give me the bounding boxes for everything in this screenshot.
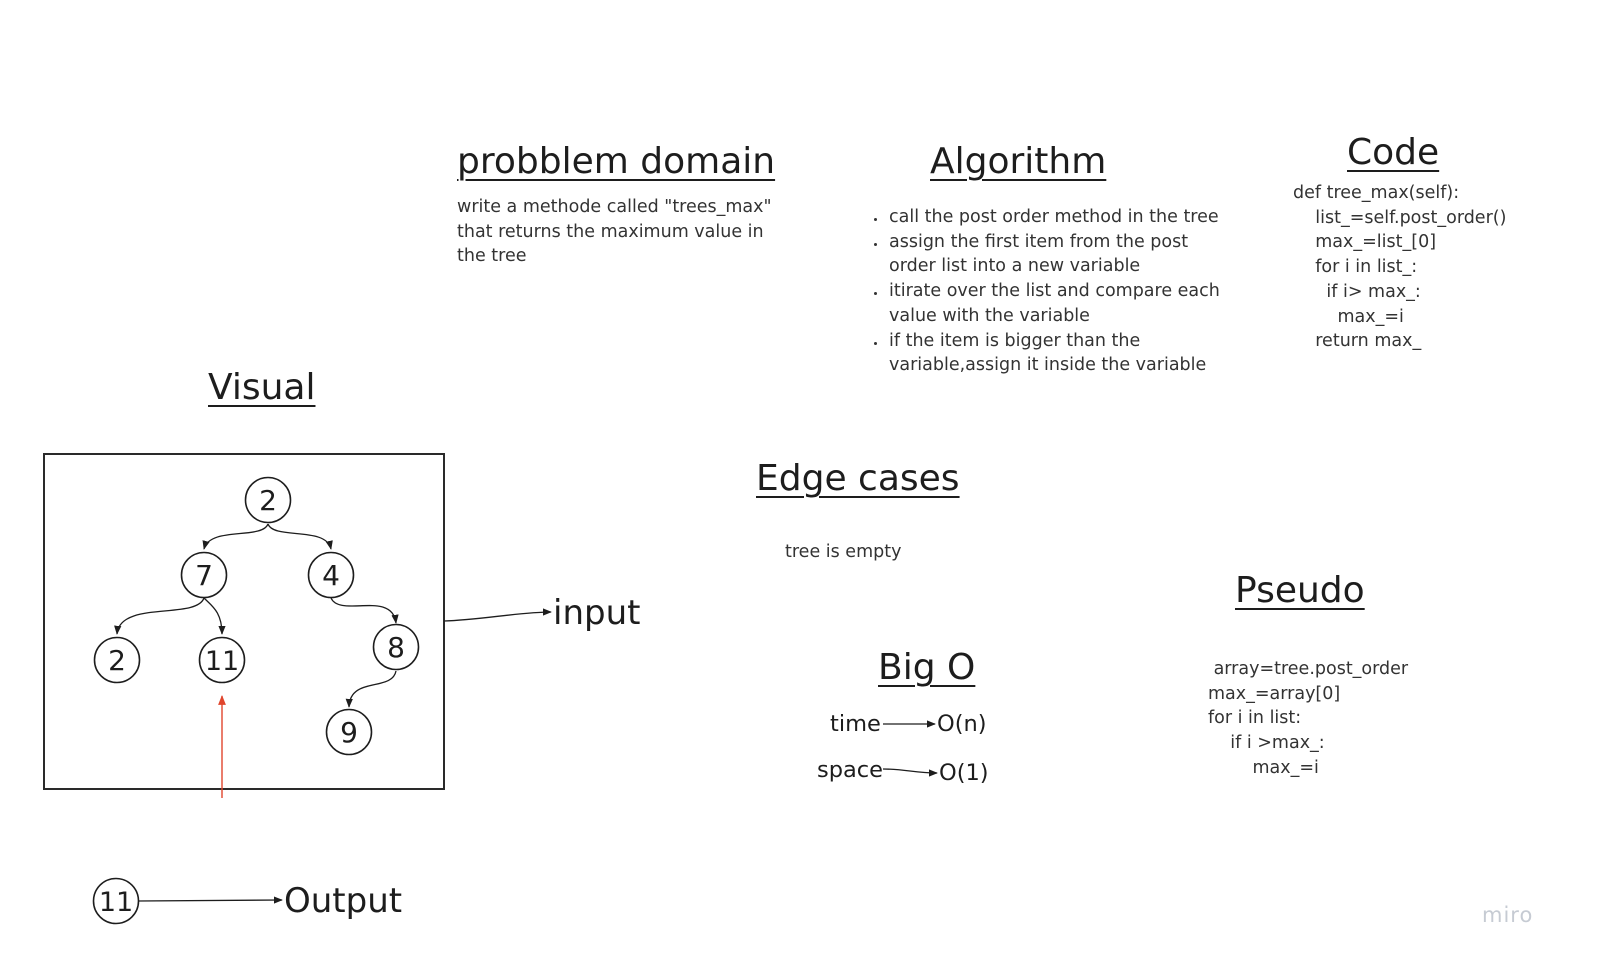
problem-line: write a methode called "trees_max"	[457, 197, 772, 217]
edge-cases-heading: Edge cases	[756, 458, 960, 499]
time-label: time	[830, 711, 881, 737]
space-label: space	[817, 757, 884, 783]
pseudo-line: max_=i	[1208, 757, 1319, 778]
space-complexity: O(1)	[939, 760, 989, 786]
algorithm-step: if the item is bigger than the variable,…	[887, 329, 1230, 378]
edge-7-11	[203, 597, 226, 635]
code-line: max_=i	[1293, 306, 1404, 327]
input-label: input	[553, 593, 641, 633]
code-line: def tree_max(self):	[1293, 183, 1460, 203]
tree-node-label: 11	[205, 646, 239, 677]
output-label: Output	[284, 881, 403, 921]
edge-root-4	[267, 523, 333, 550]
pseudo-block: array=tree.post_order max_=array[0] for …	[1208, 657, 1408, 781]
output-node-label: 11	[99, 887, 133, 918]
code-heading: Code	[1347, 132, 1440, 173]
algorithm-step: assign the first item from the post orde…	[887, 230, 1230, 279]
problem-line: that returns the maximum value in	[457, 221, 764, 242]
tree-node-label: 2	[259, 484, 277, 517]
tree-node: 9	[325, 708, 373, 756]
pseudo-line: if i >max_:	[1208, 733, 1325, 754]
algorithm-heading: Algorithm	[930, 141, 1107, 182]
edge-8-9	[345, 670, 397, 708]
code-line: for i in list_:	[1293, 257, 1418, 278]
problem-domain-text: write a methode called "trees_max" that …	[457, 195, 772, 269]
pseudo-line: for i in list:	[1208, 708, 1302, 729]
visual-heading: Visual	[208, 367, 316, 408]
edge-case-text: tree is empty	[785, 542, 902, 562]
edge-root-7	[202, 523, 269, 550]
edge-7-2	[114, 597, 205, 635]
tree-frame	[43, 453, 445, 790]
pseudo-heading: Pseudo	[1235, 570, 1365, 611]
tree-node-label: 9	[340, 716, 358, 749]
problem-line: the tree	[457, 246, 527, 267]
big-o-heading: Big O	[878, 647, 976, 688]
algorithm-step: itirate over the list and compare each v…	[887, 279, 1230, 328]
tree-node: 11	[198, 636, 246, 684]
output-node: 11	[92, 877, 140, 925]
tree-node-label: 4	[322, 559, 340, 592]
pseudo-line: array=tree.post_order	[1208, 659, 1409, 679]
tree-node: 2	[93, 636, 141, 684]
code-line: max_=list_[0]	[1293, 232, 1437, 253]
tree-node: 2	[244, 476, 292, 524]
space-arrow	[882, 768, 938, 777]
code-block: def tree_max(self): list_=self.post_orde…	[1293, 181, 1506, 354]
code-line: return max_	[1293, 331, 1422, 352]
tree-node: 7	[180, 551, 228, 599]
tree-node: 4	[307, 551, 355, 599]
code-line: if i> max_:	[1293, 281, 1421, 302]
miro-logo: miro	[1482, 903, 1534, 927]
algorithm-step: call the post order method in the tree	[887, 205, 1230, 230]
tree-node-label: 2	[108, 644, 126, 677]
time-complexity: O(n)	[937, 711, 987, 737]
pseudo-line: max_=array[0]	[1208, 683, 1341, 704]
input-arrow	[443, 608, 552, 622]
tree-node-label: 7	[195, 559, 213, 592]
code-line: list_=self.post_order()	[1293, 207, 1507, 228]
output-arrow	[137, 896, 283, 904]
tree-node-label: 8	[387, 631, 405, 664]
algorithm-list: call the post order method in the tree a…	[870, 205, 1230, 378]
edge-4-8	[330, 597, 399, 624]
tree-node: 8	[372, 623, 420, 671]
problem-domain-heading: probblem domain	[457, 141, 776, 182]
